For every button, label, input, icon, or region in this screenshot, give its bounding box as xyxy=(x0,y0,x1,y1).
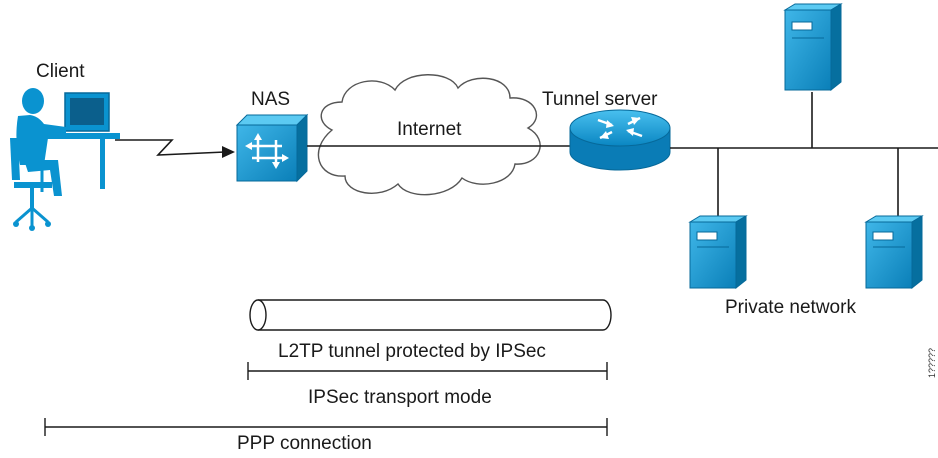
internet-cloud-icon xyxy=(317,74,541,196)
ppp-connection-label: PPP connection xyxy=(237,433,372,454)
nas-label: NAS xyxy=(251,89,291,110)
nas-switch-icon xyxy=(235,113,309,183)
client-label: Client xyxy=(36,61,85,82)
ipsec-transport-bracket xyxy=(247,362,608,380)
internet-label: Internet xyxy=(397,119,462,140)
private-network-bus xyxy=(670,92,938,216)
router-icon xyxy=(569,109,671,171)
server-top-icon xyxy=(783,3,843,92)
ipsec-transport-label: IPSec transport mode xyxy=(308,387,492,408)
user-at-computer-icon xyxy=(10,88,120,231)
serial-link xyxy=(115,139,235,158)
figure-id: 1????? xyxy=(927,347,937,378)
private-network-label: Private network xyxy=(725,297,856,318)
l2tp-tunnel-label: L2TP tunnel protected by IPSec xyxy=(278,341,546,362)
tunnel-server-label: Tunnel server xyxy=(542,89,658,110)
server-bottom-left-icon xyxy=(688,215,748,290)
ppp-connection-bracket xyxy=(44,418,608,436)
server-bottom-right-icon xyxy=(864,215,924,290)
l2tp-tunnel-tube xyxy=(249,299,612,331)
